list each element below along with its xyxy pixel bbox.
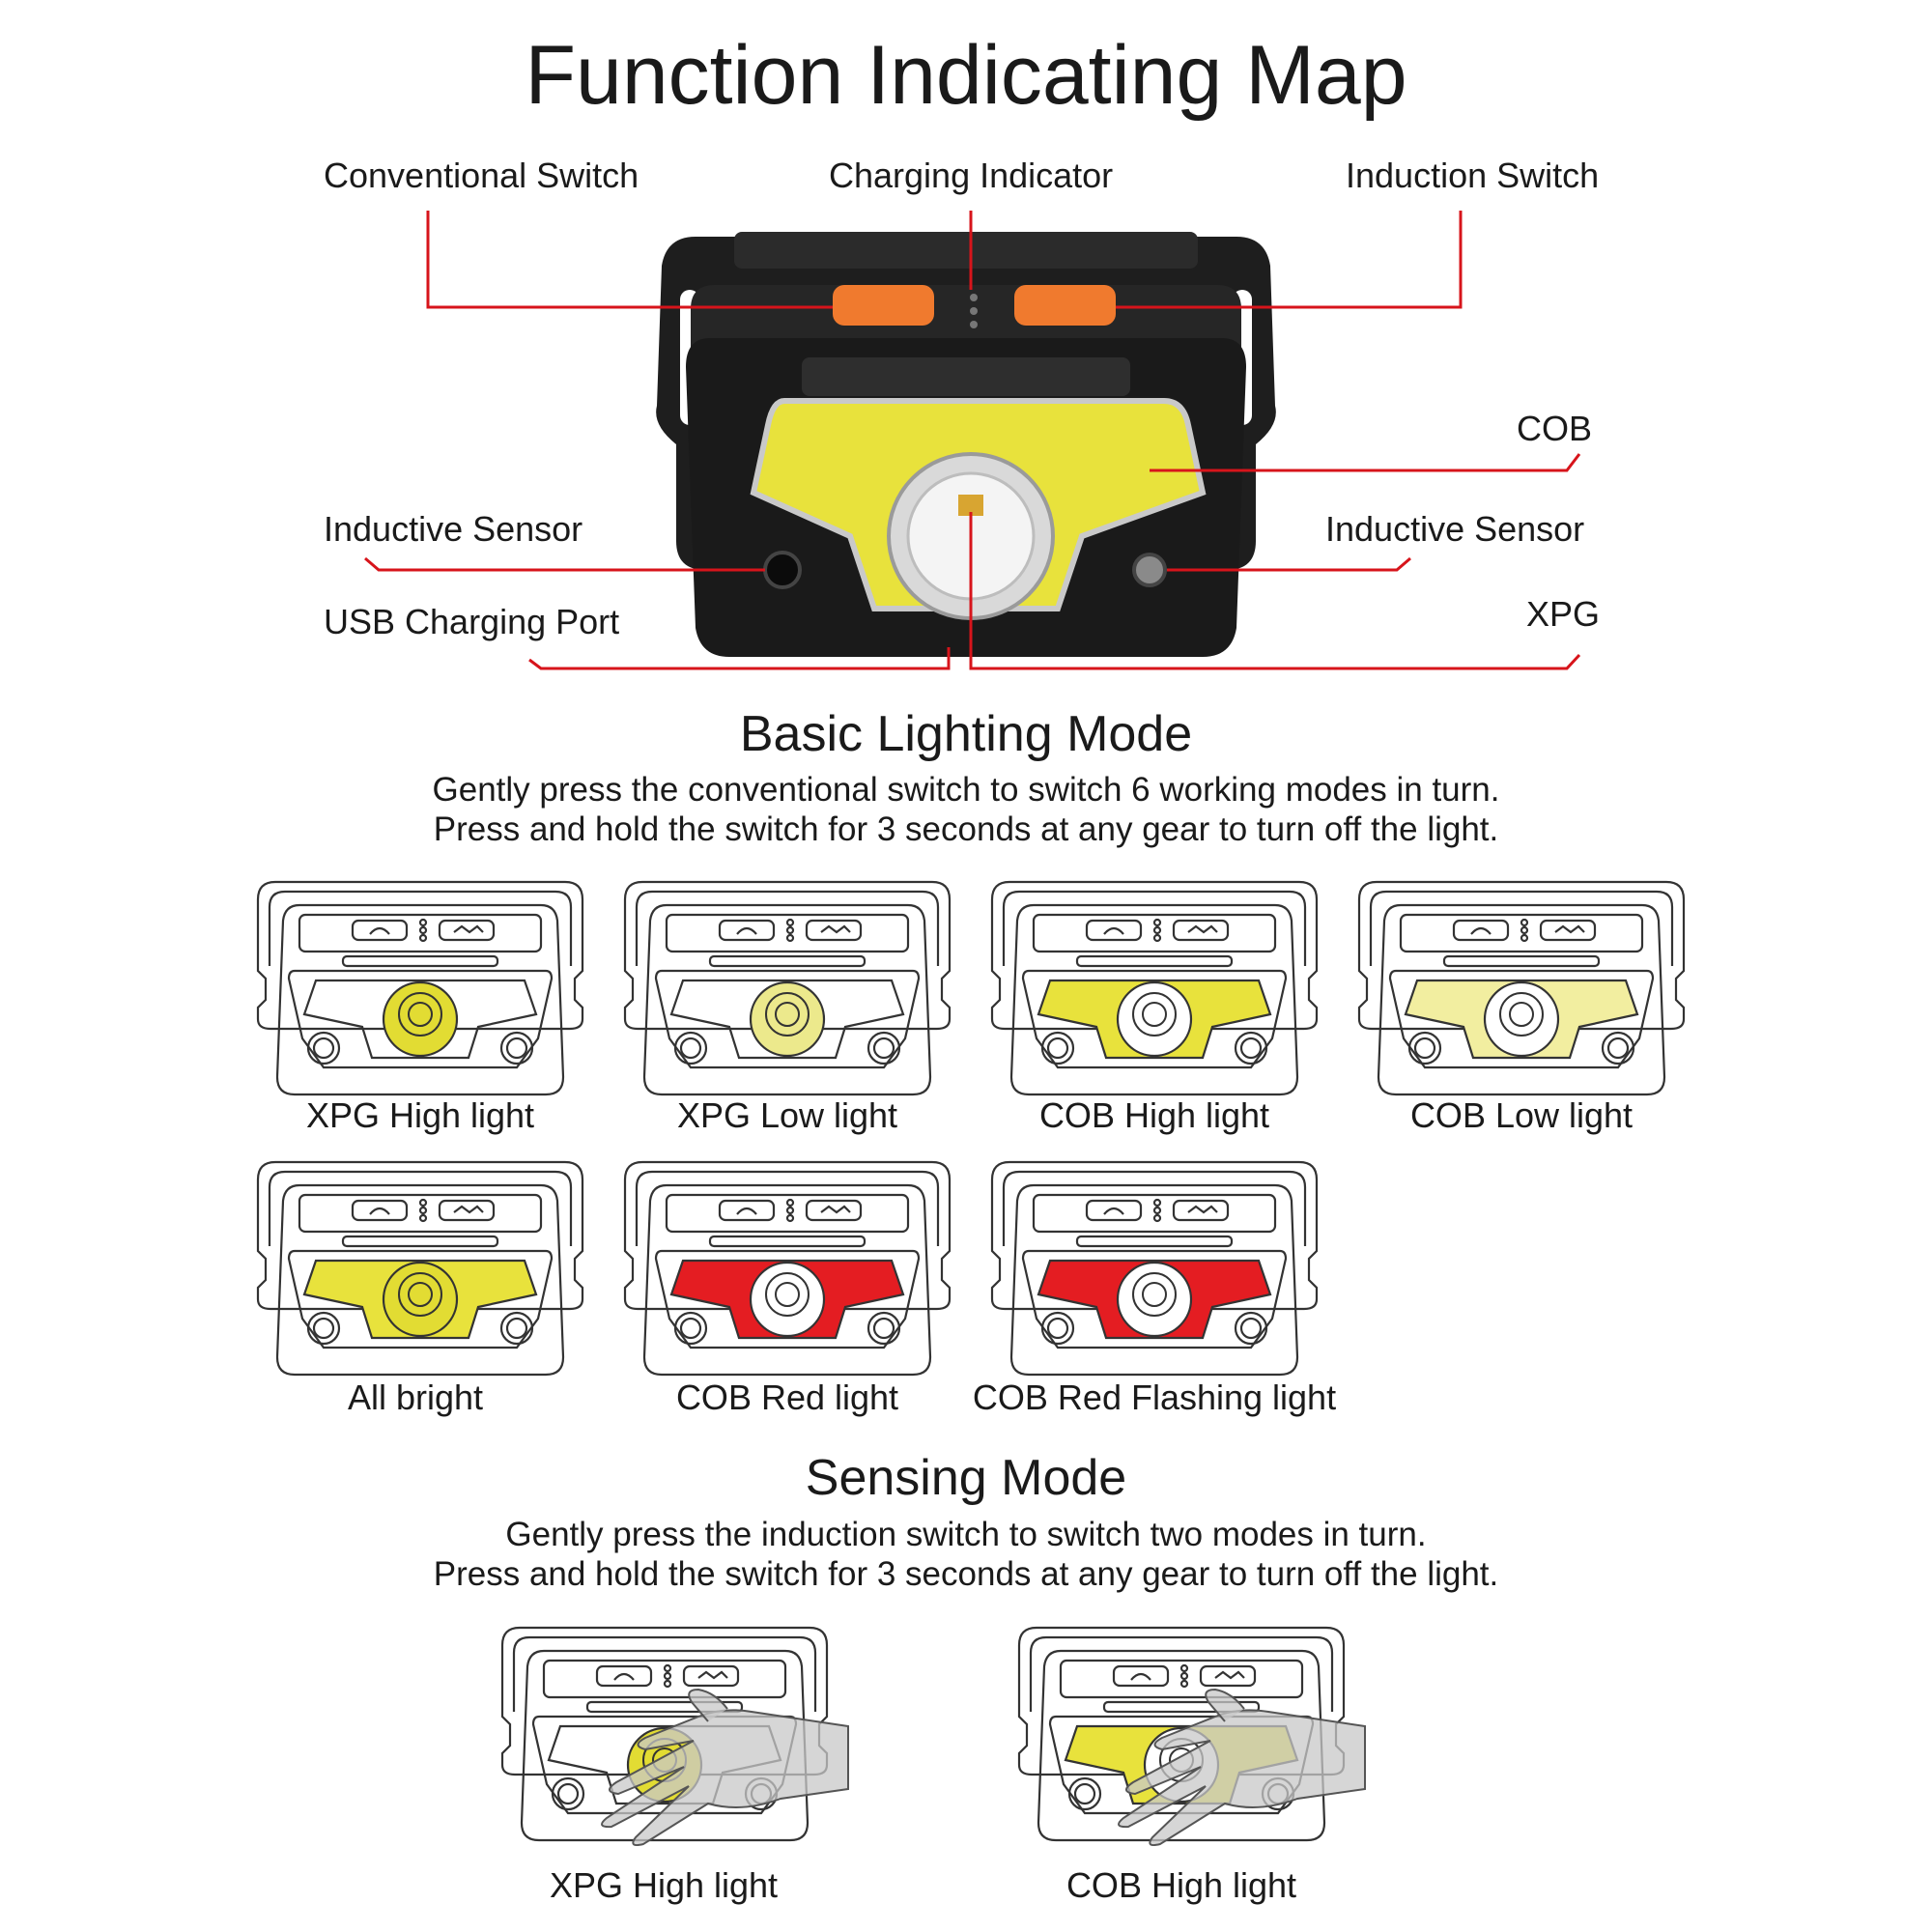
callout-xpg: XPG: [1526, 594, 1601, 634]
leader-lines: [364, 211, 1581, 670]
headlamp-icon: [990, 880, 1319, 1096]
headlamp-icon: [990, 1160, 1319, 1377]
conventional-switch-button: [833, 285, 934, 326]
mode-caption: COB Red light: [675, 1378, 899, 1417]
inductive-sensor-right: [1132, 553, 1167, 587]
callout-usb-charging-port: USB Charging Port: [324, 602, 620, 641]
callout-cob: COB: [1517, 409, 1593, 448]
sensing-caption: COB High light: [1065, 1865, 1297, 1905]
mode-caption: COB Low light: [1409, 1095, 1634, 1135]
headlamp-icon: [1017, 1626, 1366, 1847]
mode-caption: COB Red Flashing light: [972, 1378, 1337, 1417]
callout-conventional-switch: Conventional Switch: [324, 156, 639, 195]
callout-induction-switch: Induction Switch: [1346, 156, 1600, 195]
mode-caption: XPG Low light: [676, 1095, 898, 1135]
callout-charging-indicator: Charging Indicator: [829, 156, 1114, 195]
mode-caption: COB High light: [1038, 1095, 1270, 1135]
sensing-caption: XPG High light: [549, 1865, 779, 1905]
ridge: [802, 357, 1130, 396]
basic-mode-heading: Basic Lighting Mode: [739, 706, 1193, 762]
headlamp-icon: [500, 1626, 849, 1847]
headlamp-illustration: [364, 211, 1581, 670]
headlamp-icon: [256, 1160, 584, 1377]
headlamp-icon: [1357, 880, 1686, 1096]
headlamp-icon: [256, 880, 584, 1096]
mode-caption: All bright: [347, 1378, 484, 1417]
top-band: [734, 232, 1198, 269]
callout-inductive-sensor-right: Inductive Sensor: [1325, 509, 1585, 549]
page-title: Function Indicating Map: [525, 29, 1407, 122]
charging-indicator-dots: [970, 294, 978, 328]
mode-caption: XPG High light: [305, 1095, 535, 1135]
basic-mode-line2: Press and hold the switch for 3 seconds …: [433, 810, 1499, 848]
xpg-chip: [958, 495, 983, 516]
sensing-mode-heading: Sensing Mode: [805, 1450, 1127, 1506]
sensing-mode-line1: Gently press the induction switch to swi…: [505, 1516, 1427, 1553]
sensing-mode-line2: Press and hold the switch for 3 seconds …: [433, 1555, 1499, 1593]
headlamp-icon: [623, 1160, 952, 1377]
callout-inductive-sensor-left: Inductive Sensor: [324, 509, 583, 549]
headlamp-icon: [623, 880, 952, 1096]
induction-switch-button: [1014, 285, 1116, 326]
basic-mode-line1: Gently press the conventional switch to …: [432, 771, 1500, 809]
